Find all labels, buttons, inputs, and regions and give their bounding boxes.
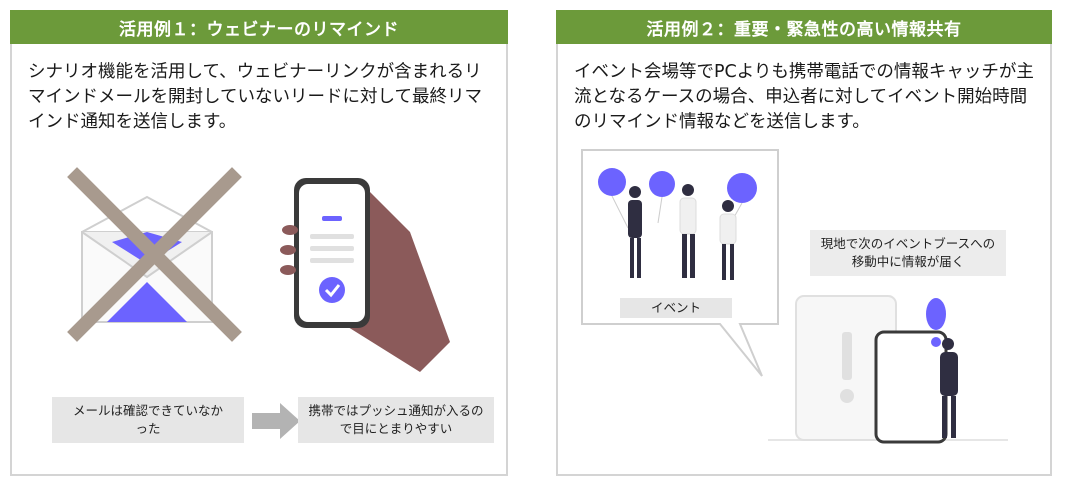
notification-alert-illustration xyxy=(768,295,1008,444)
arrow-right-icon xyxy=(252,403,300,439)
push-notification-box: 携帯ではプッシュ通知が入るので目にとまりやすい xyxy=(298,397,494,443)
envelope-crossed-illustration xyxy=(67,167,242,342)
left-panel-description: シナリオ機能を活用して、ウェビナーリンクが含まれるリマインドメールを開封していな… xyxy=(28,62,482,132)
right-panel-title: 活用例２：重要・緊急性の高い情報共有 xyxy=(556,10,1052,44)
event-speech-bubble xyxy=(581,149,779,377)
right-panel: 活用例２：重要・緊急性の高い情報共有 イベント会場等でPCよりも携帯電話での情報… xyxy=(556,10,1052,476)
phone-in-hand-illustration xyxy=(280,178,450,372)
right-panel-description: イベント会場等でPCよりも携帯電話での情報キャッチが主流となるケースの場合、申込… xyxy=(574,62,1034,132)
event-label: イベント xyxy=(620,298,732,318)
left-panel-title: 活用例１：ウェビナーのリマインド xyxy=(10,10,508,44)
moving-info-callout: 現地で次のイベントブースへの移動中に情報が届く xyxy=(810,230,1006,276)
left-panel: 活用例１：ウェビナーのリマインド シナリオ機能を活用して、ウェビナーリンクが含ま… xyxy=(10,10,508,476)
mail-not-checked-box: メールは確認できていなかった xyxy=(52,397,244,443)
